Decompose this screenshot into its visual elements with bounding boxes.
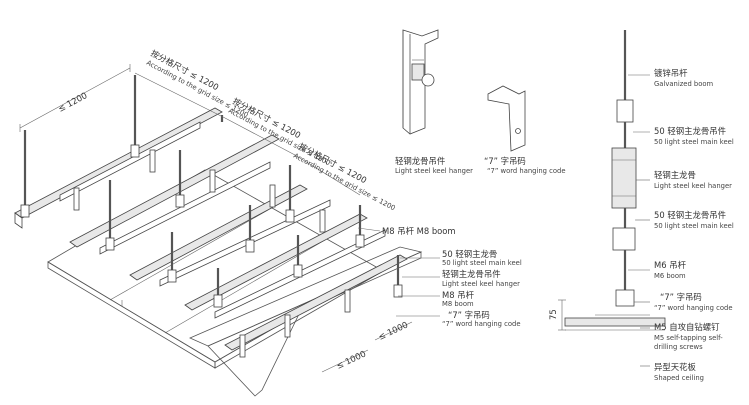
main-keel-en: 50 light steel main keel — [442, 259, 522, 267]
hanger-nut — [421, 73, 435, 87]
keel-hanger — [293, 264, 303, 278]
keel-hanger — [130, 144, 140, 158]
code-sec-en: “7” word hanging code — [654, 304, 733, 312]
keel-hanger — [393, 284, 403, 298]
hanger1-en: 50 light steel main keel — [654, 138, 734, 146]
dim-bottom2-label: ≤ 1000 — [377, 320, 410, 342]
ceiling-en: Shaped ceiling — [654, 374, 704, 382]
main-keel — [184, 213, 368, 311]
dim-75-label: 75 — [549, 309, 559, 320]
ceiling-zh: 异型天花板 — [654, 362, 696, 372]
lower-hanger — [612, 227, 636, 251]
hanger2-zh: 50 轻钢主龙骨吊件 — [654, 210, 726, 220]
ceiling-assembly — [14, 75, 423, 397]
code-zh: “7” 字吊码 — [448, 310, 490, 320]
hanger-bolt — [411, 63, 425, 81]
part-hanger-zh: 轻钢龙骨吊件 — [395, 156, 445, 166]
part-hanger-en: Light steel keel hanger — [395, 167, 473, 175]
keel-hanger — [167, 269, 177, 283]
ceiling-panel-outline — [47, 169, 379, 363]
ceiling-seam — [109, 209, 269, 301]
ceiling-panel-far-right — [207, 251, 422, 397]
hanger1-zh: 50 轻钢主龙骨吊件 — [654, 126, 726, 136]
grid3-en: According to the grid size ≤ 1200 — [292, 152, 396, 213]
main-keel-section — [611, 147, 637, 209]
post — [269, 184, 276, 208]
hanger-edges — [402, 30, 411, 134]
keel-hanger — [105, 237, 115, 251]
shaped-ceiling-section — [564, 317, 666, 327]
main-keel-end — [14, 212, 23, 229]
boom-en: M8 boom — [442, 300, 474, 308]
dim-line-left — [19, 67, 131, 129]
keel-hanger — [285, 209, 295, 223]
ceiling-panel-front — [47, 261, 216, 369]
keel-hanger — [355, 234, 365, 248]
ceiling-seam — [164, 239, 326, 334]
keel-hangers — [20, 144, 403, 308]
main-keel — [224, 254, 408, 351]
keel-hanger — [213, 294, 223, 308]
keel-hanger-zh: 轻钢主龙骨吊件 — [442, 269, 501, 279]
code-en: “7” word hanging code — [442, 320, 521, 328]
post — [284, 314, 291, 338]
dim-line-grid3 — [294, 154, 361, 196]
part-7-hanging-code: “7” 字吊码 “7” word hanging code — [484, 85, 566, 175]
dim-line-grid2 — [224, 117, 296, 156]
m6-zh: M6 吊杆 — [654, 260, 687, 270]
part-code-zh: “7” 字吊码 — [484, 156, 526, 166]
dim-line-grid1 — [134, 72, 226, 119]
post — [239, 334, 246, 358]
galv-en: Galvanized boom — [654, 80, 714, 88]
dim-line-bottom2 — [374, 321, 413, 341]
cross-posts — [73, 149, 351, 358]
post — [344, 289, 351, 313]
screw-en2: drilling screws — [654, 343, 703, 351]
keel-hanger — [20, 204, 30, 218]
m6-en: M6 boom — [654, 272, 686, 280]
code-hole — [515, 128, 521, 134]
galv-zh: 镀锌吊杆 — [654, 68, 688, 78]
main-keel — [129, 184, 308, 281]
keel-en: Light steel keel hanger — [654, 182, 732, 190]
keel-zh: 轻钢主龙骨 — [654, 170, 696, 180]
dim-left-label: ≤ 1200 — [57, 91, 89, 115]
upper-hanger — [616, 99, 634, 123]
hanger2-en: 50 light steel main keel — [654, 222, 734, 230]
main-keel-zh: 50 轻钢主龙骨 — [442, 249, 497, 259]
hanging-code-section — [615, 289, 635, 307]
post — [319, 209, 326, 233]
hanging-rods — [23, 75, 400, 300]
screw-zh: M5 自攻自钻螺钉 — [654, 322, 720, 332]
leader — [357, 227, 381, 232]
part-keel-hanger: 轻钢龙骨吊件 Light steel keel hanger — [395, 29, 473, 175]
keel-hanger-en: Light steel keel hanger — [442, 280, 520, 288]
keel-hanger — [175, 194, 185, 208]
iso-callouts: M8 吊杆 M8 boom 50 轻钢主龙骨 50 light steel ma… — [357, 226, 522, 328]
cross-rail — [59, 121, 201, 202]
main-keels — [14, 107, 408, 351]
boom-zh: M8 吊杆 — [442, 290, 475, 300]
code-body — [487, 85, 526, 152]
m8-boom-callout: M8 吊杆 M8 boom — [382, 226, 456, 236]
dim-line-bottom1 — [321, 349, 369, 373]
screw-en1: M5 self-tapping self- — [654, 334, 723, 342]
main-keel — [69, 134, 280, 248]
code-sec-zh: “7” 字吊码 — [660, 292, 702, 302]
dim-bottom1-label: ≤ 1000 — [335, 349, 368, 371]
post — [149, 149, 156, 173]
main-keel — [14, 107, 223, 219]
section-detail: 75 镀锌吊杆 Galvanized boom 50 轻钢主龙骨吊件 50 li… — [549, 30, 734, 382]
hanger-body — [402, 29, 439, 135]
keel-hanger — [245, 239, 255, 253]
part-code-en: “7” word hanging code — [487, 167, 566, 175]
post — [73, 187, 80, 211]
post — [209, 169, 216, 193]
